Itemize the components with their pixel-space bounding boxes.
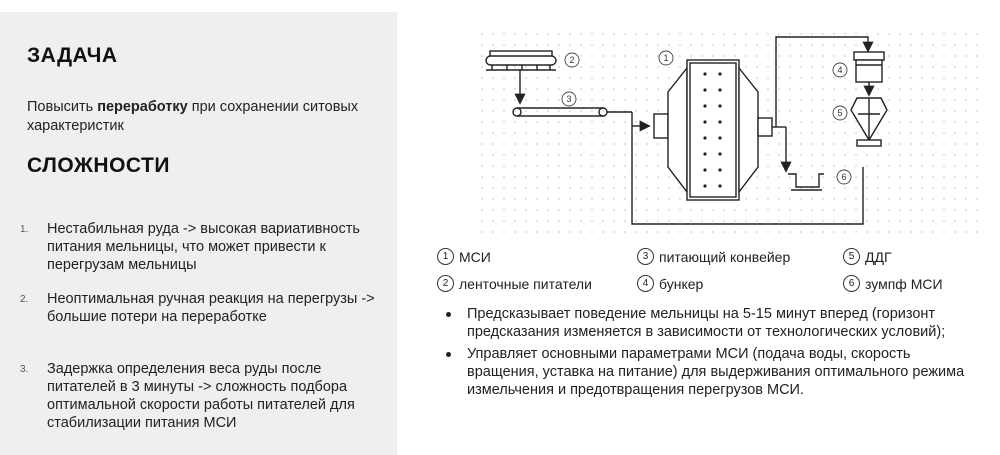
legend-item: 4 бункер <box>637 275 703 292</box>
difficulty-number: 3. <box>20 364 29 375</box>
legend-label: зумпф МСИ <box>865 275 943 292</box>
recycle-line <box>631 126 864 225</box>
ddg-unit <box>850 97 888 147</box>
legend-label: бункер <box>659 275 704 292</box>
callout-1: 1 <box>658 50 674 66</box>
left-panel: ЗАДАЧА Повысить переработку при сохранен… <box>0 12 397 455</box>
difficulty-item: 1. Нестабильная руда -> высокая вариатив… <box>0 220 397 290</box>
hopper <box>853 51 885 97</box>
legend-item: 2 ленточные питатели <box>437 275 592 292</box>
belt-feeders <box>485 50 557 105</box>
mill-holes <box>703 72 722 188</box>
bullet-item: Управляет основными параметрами МСИ (под… <box>443 345 983 399</box>
legend-label: ДДГ <box>865 248 892 265</box>
callout-6: 6 <box>836 169 852 185</box>
difficulties-heading: СЛОЖНОСТИ <box>27 154 170 177</box>
legend-number: 6 <box>843 275 860 292</box>
difficulties-list: 1. Нестабильная руда -> высокая вариатив… <box>0 220 397 431</box>
legend-item: 6 зумпф МСИ <box>843 275 943 292</box>
difficulty-item: 3. Задержка определения веса руды после … <box>0 360 397 431</box>
overflow-line <box>775 36 874 127</box>
legend-label: питающий конвейер <box>659 248 791 265</box>
task-text: Повысить переработку при сохранении сито… <box>27 98 367 136</box>
callout-label: 1 <box>663 53 668 63</box>
legend-item: 5 ДДГ <box>843 248 892 265</box>
solution-bullets: Предсказывает поведение мельницы на 5-15… <box>443 305 983 399</box>
difficulty-number: 2. <box>20 294 29 305</box>
bullet-text: Управляет основными параметрами МСИ (под… <box>467 346 965 398</box>
bullet-text: Предсказывает поведение мельницы на 5-15… <box>467 306 946 340</box>
legend-number: 1 <box>437 248 454 265</box>
task-text-emphasis: переработку <box>97 99 188 115</box>
process-diagram: 1 2 3 4 5 6 <box>480 32 980 237</box>
sag-mill <box>653 59 773 201</box>
callout-3: 3 <box>561 91 577 107</box>
difficulty-item: 2. Неоптимальная ручная реакция на перег… <box>0 290 397 360</box>
legend-number: 3 <box>637 248 654 265</box>
callout-label: 5 <box>837 108 842 118</box>
legend-item: 3 питающий конвейер <box>637 248 790 265</box>
legend-label: МСИ <box>459 248 491 265</box>
callout-label: 2 <box>569 55 574 65</box>
callout-label: 4 <box>837 65 842 75</box>
callout-label: 6 <box>841 172 846 182</box>
task-text-end: при сохранении ситовых характеристик <box>27 99 359 134</box>
difficulty-text: Задержка определения веса руды после пит… <box>47 361 355 431</box>
task-text-start: Повысить <box>27 99 98 115</box>
callout-label: 3 <box>566 94 571 104</box>
legend-number: 5 <box>843 248 860 265</box>
bullet-item: Предсказывает поведение мельницы на 5-15… <box>443 305 983 341</box>
feed-conveyor <box>512 107 651 132</box>
legend-label: ленточные питатели <box>459 275 592 292</box>
diagram-legend: 1 МСИ 3 питающий конвейер 5 ДДГ 2 ленточ… <box>437 248 977 298</box>
legend-number: 2 <box>437 275 454 292</box>
legend-item: 1 МСИ <box>437 248 491 265</box>
callout-4: 4 <box>832 62 848 78</box>
bullet-dot <box>446 312 451 317</box>
callout-5: 5 <box>832 105 848 121</box>
difficulty-text: Нестабильная руда -> высокая вариативнос… <box>47 221 360 273</box>
mill-sump <box>788 173 824 191</box>
legend-number: 4 <box>637 275 654 292</box>
callout-2: 2 <box>564 52 580 68</box>
bullet-dot <box>446 352 451 357</box>
difficulty-number: 1. <box>20 224 29 235</box>
difficulty-text: Неоптимальная ручная реакция на перегруз… <box>47 291 375 325</box>
task-heading: ЗАДАЧА <box>27 44 118 67</box>
